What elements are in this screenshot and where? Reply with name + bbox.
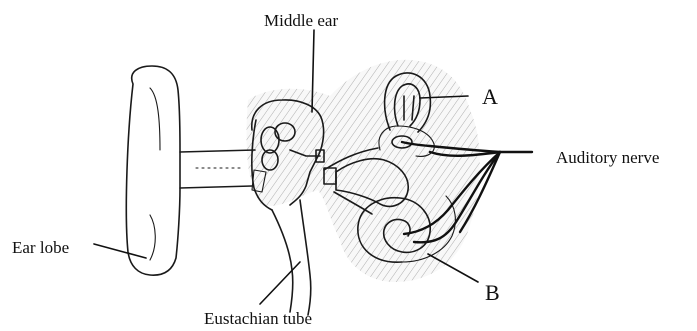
temporal-bone-shading: [247, 60, 480, 282]
pointer-eustachian-tube: [260, 262, 300, 304]
eustachian-tube-shape: [272, 200, 311, 315]
label-a: A: [482, 84, 498, 109]
label-b: B: [485, 280, 500, 305]
label-middle-ear: Middle ear: [264, 11, 338, 30]
outer-ear-pinna: [126, 66, 180, 275]
ear-canal: [180, 150, 255, 188]
label-eustachian-tube: Eustachian tube: [204, 309, 312, 328]
pointer-ear-lobe: [94, 244, 146, 258]
label-ear-lobe: Ear lobe: [12, 238, 69, 257]
label-auditory-nerve: Auditory nerve: [556, 148, 659, 167]
